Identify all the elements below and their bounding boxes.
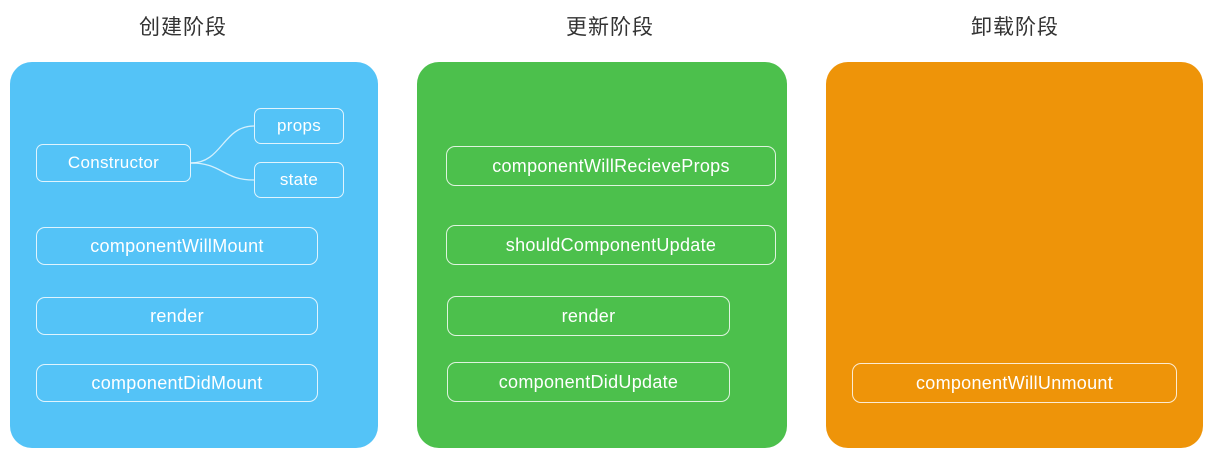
lifecycle-chip-component-will-mount[interactable]: componentWillMount — [36, 227, 318, 265]
lifecycle-chip-component-did-update[interactable]: componentDidUpdate — [447, 362, 730, 402]
lifecycle-chip-component-did-mount[interactable]: componentDidMount — [36, 364, 318, 402]
lifecycle-chip-component-will-recieve-props[interactable]: componentWillRecieveProps — [446, 146, 776, 186]
phase-panel-unmounting — [826, 62, 1203, 448]
lifecycle-chip-render[interactable]: render — [36, 297, 318, 335]
lifecycle-chip-component-will-unmount[interactable]: componentWillUnmount — [852, 363, 1177, 403]
lifecycle-chip-constructor[interactable]: Constructor — [36, 144, 191, 182]
lifecycle-chip-props[interactable]: props — [254, 108, 344, 144]
phase-title-mounting: 创建阶段 — [139, 16, 227, 39]
phase-title-unmounting: 卸载阶段 — [971, 16, 1059, 39]
lifecycle-chip-should-component-update[interactable]: shouldComponentUpdate — [446, 225, 776, 265]
lifecycle-chip-render[interactable]: render — [447, 296, 730, 336]
phase-panel-updating — [417, 62, 787, 448]
phase-title-updating: 更新阶段 — [566, 16, 654, 39]
lifecycle-chip-state[interactable]: state — [254, 162, 344, 198]
